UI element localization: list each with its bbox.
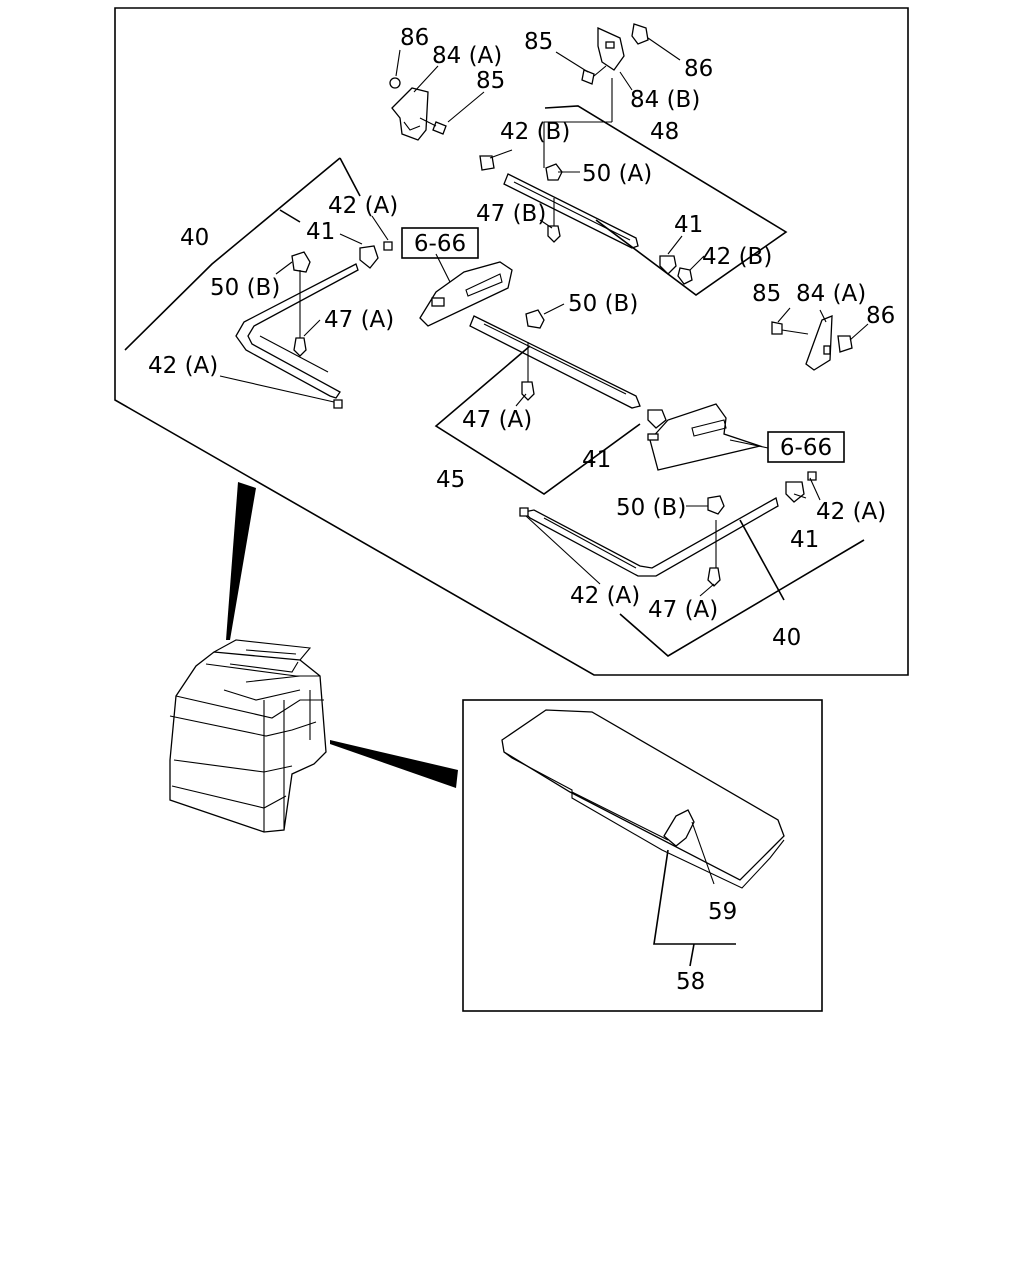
label-41-upper-right: 41: [674, 212, 703, 238]
inset-frame: [462, 699, 823, 1012]
label-50b-left: 50 (B): [210, 275, 280, 301]
trim-panel-right: [647, 403, 763, 471]
label-41-center: 41: [582, 447, 611, 473]
label-50a: 50 (A): [582, 161, 652, 187]
label-42a-upper-left: 42 (A): [328, 193, 398, 219]
label-84a-right: 84 (A): [796, 281, 866, 307]
label-41-bottom: 41: [790, 527, 819, 553]
label-84b: 84 (B): [630, 87, 700, 113]
ref-box-1: [401, 227, 479, 259]
label-50b-center: 50 (B): [568, 291, 638, 317]
leader-58: [653, 849, 736, 945]
label-47a-left: 47 (A): [324, 307, 394, 333]
vehicle-body: [169, 639, 327, 833]
label-47b: 47 (B): [476, 201, 546, 227]
bracket-84a-left: [389, 77, 447, 141]
label-45: 45: [436, 467, 465, 493]
label-42b-top: 42 (B): [500, 119, 570, 145]
rail-40-left: [235, 241, 393, 409]
label-40-left: 40: [180, 225, 209, 251]
main-frame: [114, 7, 909, 676]
trim-panel-left: [419, 261, 513, 327]
label-86-top-right: 86: [684, 56, 713, 82]
label-85-right: 85: [752, 281, 781, 307]
ref-box-2: [767, 431, 845, 463]
label-86-right: 86: [866, 303, 895, 329]
leader-40-bottom: [619, 539, 865, 657]
leader-45: [434, 345, 641, 495]
ref-6-66-left: 6-66: [414, 231, 466, 257]
rail-40-bottom: [519, 471, 817, 587]
rail-48: [479, 155, 693, 285]
label-59: 59: [708, 899, 737, 925]
bracket-84a-right: [771, 315, 853, 371]
sun-visor: [501, 709, 785, 889]
label-41-left: 41: [306, 219, 335, 245]
label-84a-top: 84 (A): [432, 43, 502, 69]
leader-lines: [219, 37, 869, 597]
pointer-wedge-top: [226, 482, 256, 640]
label-85-top-left: 85: [476, 68, 505, 94]
pointer-wedge-right: [330, 740, 458, 788]
label-50b-bottom: 50 (B): [616, 495, 686, 521]
label-47a-center: 47 (A): [462, 407, 532, 433]
leader-48: [544, 105, 788, 296]
label-85-top: 85: [524, 29, 553, 55]
label-86-top-left: 86: [400, 25, 429, 51]
label-42a-bottom: 42 (A): [570, 583, 640, 609]
label-42a-bottom-right: 42 (A): [816, 499, 886, 525]
label-40-bottom: 40: [772, 625, 801, 651]
label-42b-right: 42 (B): [702, 244, 772, 270]
part-labels: 86 84 (A) 85 85 86 84 (B) 42 (B) 48 50 (…: [148, 25, 895, 995]
label-58: 58: [676, 969, 705, 995]
leader-40-left: [124, 157, 341, 351]
label-47a-bottom: 47 (A): [648, 597, 718, 623]
ref-6-66-right: 6-66: [780, 435, 832, 461]
bracket-84b: [543, 23, 649, 168]
label-48: 48: [650, 119, 679, 145]
label-42a-left: 42 (A): [148, 353, 218, 379]
